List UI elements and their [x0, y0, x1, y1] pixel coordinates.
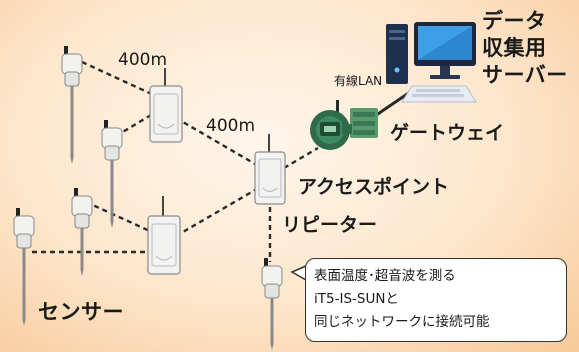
repeater-icon	[147, 196, 181, 275]
sensor-icon	[101, 120, 123, 228]
link-repeater1-ap	[175, 116, 263, 170]
sensor-icon	[261, 258, 283, 350]
repeater-label: リピーター	[282, 214, 378, 236]
server-label: データ 収集用 サーバー	[482, 8, 568, 89]
repeater-icon	[254, 134, 286, 205]
link-repeater2-ap	[175, 184, 263, 238]
wired-lan-label: 有線LAN	[334, 74, 383, 88]
gateway-label: ゲートウェイ	[390, 122, 505, 144]
link-sensor2-repeater1	[115, 110, 157, 138]
sensor-icon	[71, 188, 93, 276]
access-point-label: アクセスポイント	[298, 176, 450, 198]
distance-label: 400m	[118, 50, 168, 70]
callout-line: 同じネットワークに接続可能	[314, 314, 490, 330]
computer-icon	[386, 22, 477, 103]
callout-box: 表面温度･超音波を測る iT5-IS-SUNと 同じネットワークに接続可能	[305, 258, 567, 342]
link-sensor3-repeater2	[85, 200, 153, 234]
gateway-icon	[310, 100, 378, 150]
repeater-icon	[149, 68, 183, 143]
server-label-line: 収集用	[482, 36, 547, 60]
server-label-line: サーバー	[482, 63, 568, 87]
link-sensor1-repeater1	[81, 60, 157, 98]
server-label-line: データ	[482, 9, 547, 33]
callout-line: iT5-IS-SUNと	[314, 291, 399, 307]
callout-line: 表面温度･超音波を測る	[314, 268, 456, 284]
sensor-icon	[13, 208, 35, 326]
sensor-label: センサー	[38, 300, 124, 324]
sensor-icon	[61, 46, 83, 164]
link-ap-gateway	[283, 146, 319, 170]
distance-label: 400m	[206, 116, 256, 136]
